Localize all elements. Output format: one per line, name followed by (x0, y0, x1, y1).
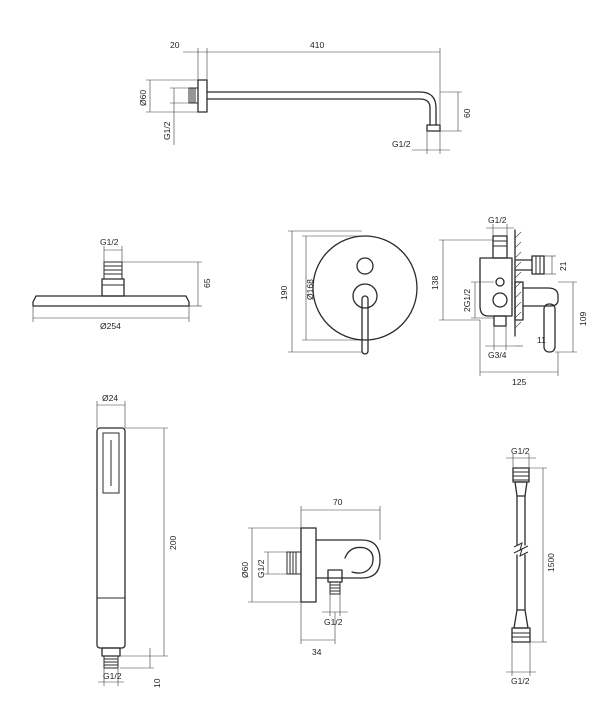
dim-mixer-depth: 125 (512, 377, 526, 387)
dim-mixer-21: 21 (558, 261, 568, 271)
dim-outlet-diameter: Ø60 (240, 562, 250, 578)
dim-overhead-diameter: Ø254 (100, 321, 121, 331)
dim-hose-thread-bottom: G1/2 (511, 676, 530, 686)
shower-arm-drawing: 20 410 Ø60 G1/2 G1/2 60 (138, 40, 472, 154)
dim-outlet-34: 34 (312, 647, 322, 657)
dim-hose-thread-top: G1/2 (511, 446, 530, 456)
dim-mixer-bottom-thread: G3/4 (488, 350, 507, 360)
dim-hand-10: 10 (152, 678, 162, 688)
dim-outlet-width: 70 (333, 497, 343, 507)
dim-hand-diameter: Ø24 (102, 393, 118, 403)
shower-hose-drawing: G1/2 1500 G1/2 (506, 446, 556, 686)
dim-arm-length: 410 (310, 40, 324, 50)
dim-arm-thread-left: G1/2 (162, 121, 172, 140)
dim-arm-thread-right: G1/2 (392, 139, 411, 149)
dim-mixer-height: 190 (279, 286, 289, 300)
mixer-front-drawing: 190 Ø168 (279, 230, 418, 355)
dim-mixer-side-height: 138 (430, 276, 440, 290)
wall-outlet-drawing: 70 Ø60 G1/2 G1/2 34 (240, 497, 381, 657)
dim-mixer-plate-diameter: Ø168 (305, 279, 315, 300)
dim-outlet-thread: G1/2 (256, 559, 266, 578)
dim-overhead-thread: G1/2 (100, 237, 119, 247)
dim-hand-length: 200 (168, 536, 178, 550)
dim-mixer-11: 11 (537, 335, 546, 345)
dim-hand-thread: G1/2 (103, 671, 122, 681)
overhead-shower-drawing: G1/2 65 Ø254 (32, 237, 212, 331)
dim-outlet-thread-bottom: G1/2 (324, 617, 343, 627)
dim-hose-length: 1500 (546, 553, 556, 572)
dim-arm-drop: 60 (462, 108, 472, 118)
dim-arm-flange-diameter: Ø60 (138, 90, 148, 106)
dim-arm-flange-width: 20 (170, 40, 180, 50)
dim-overhead-height: 65 (202, 278, 212, 288)
hand-shower-drawing: Ø24 200 10 G1/2 (96, 393, 178, 688)
dim-mixer-109: 109 (578, 312, 588, 326)
dim-mixer-top-thread: G1/2 (488, 215, 507, 225)
mixer-side-drawing: G1/2 138 2G1/2 21 109 G3/4 11 125 (430, 215, 588, 387)
dim-mixer-2g-thread: 2G1/2 (462, 289, 472, 312)
